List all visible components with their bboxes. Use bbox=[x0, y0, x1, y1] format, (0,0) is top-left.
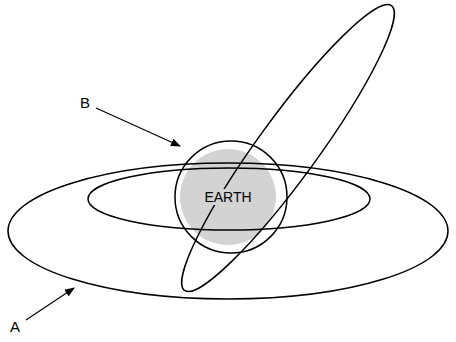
orbit-label: B bbox=[80, 94, 90, 112]
leader-line bbox=[96, 108, 180, 146]
leader-line bbox=[26, 288, 74, 320]
elliptical-orbit bbox=[160, 0, 415, 308]
planet-name: EARTH bbox=[202, 189, 253, 205]
inner-orbit bbox=[88, 168, 370, 230]
circular-orbit bbox=[175, 141, 287, 253]
orbit-label: A bbox=[10, 318, 20, 336]
